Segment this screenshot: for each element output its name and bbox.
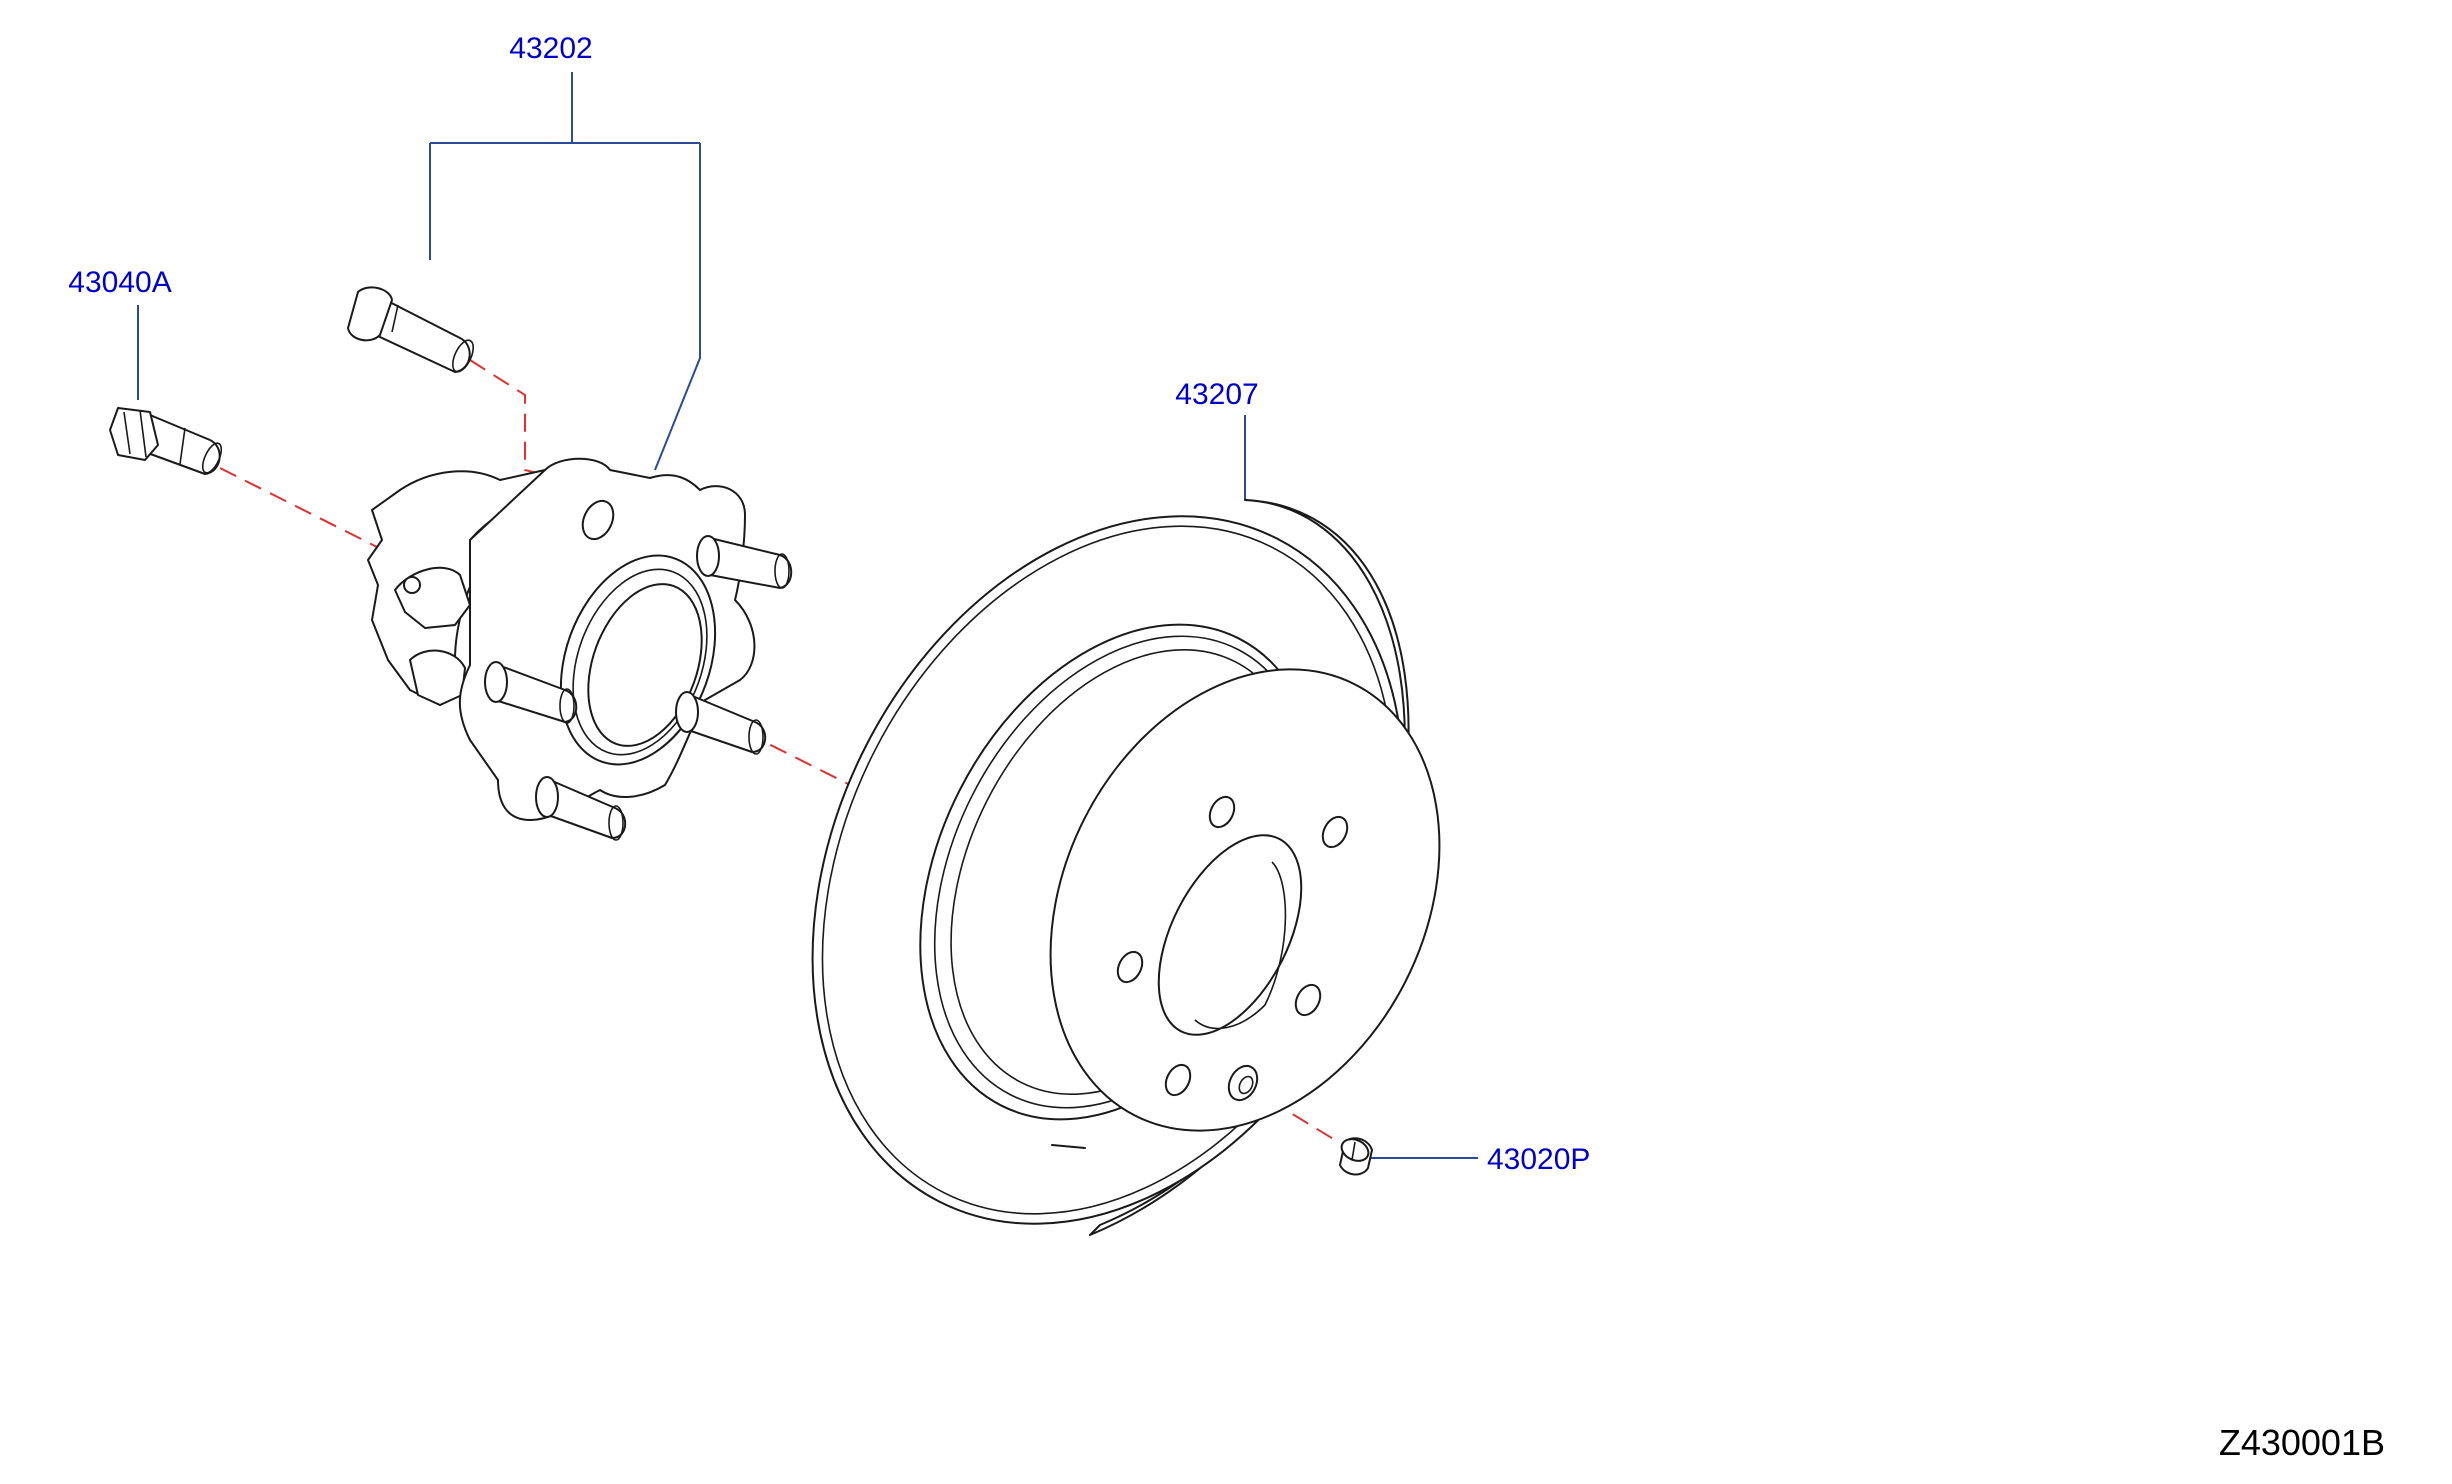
brake-rotor [811, 499, 1441, 1236]
hub-pilot-ring-inner [587, 583, 703, 747]
rotor-lug-hole [1208, 795, 1236, 829]
hub-mount-ear-lower [409, 649, 466, 706]
rotor-lug-hole [1294, 983, 1322, 1017]
leader-line-hub-assembly [429, 72, 701, 471]
hub-wheel-stud [484, 661, 578, 724]
rotor-screw [1339, 1137, 1373, 1176]
wheel-hub-assembly [367, 457, 793, 841]
rotor-center-bore [1157, 834, 1303, 1036]
hub-wheel-stud [535, 776, 627, 841]
label-hub-assembly[interactable]: 43202 [509, 32, 592, 65]
hub-bolt [109, 407, 223, 475]
rotor-bore-edge [1194, 861, 1287, 1030]
rotor-lug-hole [1321, 815, 1349, 849]
diagram-code: Z430001B [2219, 1422, 2385, 1463]
hub-flange-hole [581, 499, 615, 541]
hub-wheel-stud [696, 535, 793, 589]
hub-pilot-ring-mid [572, 568, 708, 756]
label-rotor-screw[interactable]: 43020P [1487, 1143, 1590, 1176]
rotor-lug-hole [1116, 950, 1144, 984]
rotor-lug-hole [1164, 1063, 1192, 1097]
rotor-edge [1089, 499, 1410, 1236]
rotor-screw-hole-inner [1238, 1075, 1254, 1095]
leader-lines [137, 72, 1478, 1159]
rotor-screw-hole [1227, 1064, 1259, 1102]
wheel-stud-loose [347, 286, 475, 373]
centerline-stud [469, 359, 546, 476]
label-hub-bolt[interactable]: 43040A [68, 266, 171, 299]
hub-wheel-stud [675, 691, 767, 755]
hub-mount-hole [403, 576, 421, 594]
label-rotor[interactable]: 43207 [1175, 378, 1258, 411]
